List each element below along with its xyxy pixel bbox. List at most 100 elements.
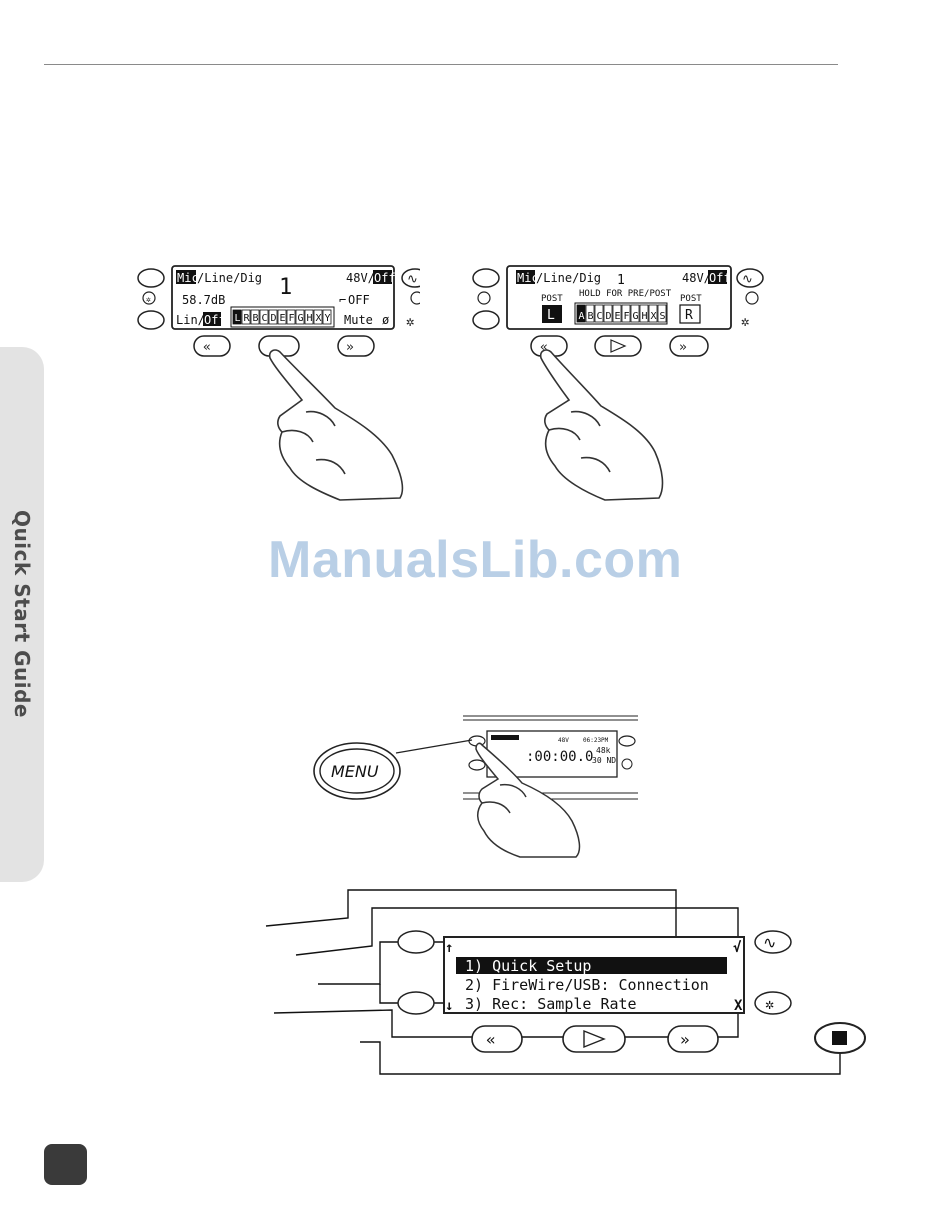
channel-cell <box>585 304 595 323</box>
f1r-post-right: POST <box>680 294 702 304</box>
f1r-hold-label: HOLD FOR PRE/POST <box>579 289 672 299</box>
f1l-gear-icon <box>142 291 156 305</box>
channel-letter: G <box>298 313 304 324</box>
panel-clock: 06:23PM <box>583 737 609 744</box>
menu-down-button[interactable] <box>397 991 435 1015</box>
figure-front-panel-right: Mic /Line/Dig 1 48V/ Off HOLD FOR PRE/PO… <box>472 265 764 501</box>
side-tab <box>0 347 44 882</box>
menu-highlight-bar <box>456 957 727 974</box>
f1r-ffwd-button[interactable] <box>669 335 709 357</box>
f1l-hpf-icon: ⌐ <box>339 293 346 307</box>
f1l-limiter: Lin/ <box>176 313 205 327</box>
menu-asterisk-button[interactable] <box>754 991 792 1015</box>
f1r-asterisk-icon: ✲ <box>741 314 749 330</box>
f1r-left-top-button[interactable] <box>472 268 500 288</box>
channel-letter: E <box>280 313 286 324</box>
channel-letter: X <box>316 313 322 324</box>
menu-pointing-hand-icon <box>475 742 581 858</box>
f1r-pointing-hand-icon <box>539 349 664 501</box>
channel-cell <box>639 304 649 323</box>
f1r-left-bottom-button[interactable] <box>472 310 500 330</box>
panel-wave-button[interactable] <box>618 735 636 747</box>
channel-cell <box>241 309 251 325</box>
menu-wave-button[interactable] <box>754 930 792 954</box>
stop-icon <box>832 1031 847 1045</box>
channel-cell <box>286 309 296 325</box>
menu-ffwd-button[interactable] <box>667 1025 719 1053</box>
f1r-mic-selected: Mic <box>517 271 539 285</box>
channel-letter: H <box>307 313 313 324</box>
menu-button[interactable] <box>319 748 395 794</box>
channel-cell <box>313 309 323 325</box>
f1l-limiter-off: Off <box>204 313 226 327</box>
channel-cell <box>277 309 287 325</box>
f1l-track-number: 1 <box>279 275 292 300</box>
menu-asterisk-icon: ✲ <box>765 995 774 1013</box>
f1l-right-top-button[interactable] <box>401 268 420 288</box>
f1l-input-options: /Line/Dig <box>197 271 262 285</box>
menu-up-arrow: ↑ <box>445 940 453 956</box>
panel-lower-button[interactable] <box>468 759 486 771</box>
watermark: ManualsLib.com <box>268 531 683 589</box>
f1r-play-icon <box>610 339 627 353</box>
menu-cross-icon: X <box>734 998 743 1014</box>
panel-48v: 48V <box>558 737 569 744</box>
channel-letter: S <box>660 311 666 322</box>
panel-asterisk-icon <box>621 758 633 770</box>
f1r-post-left: POST <box>541 294 563 304</box>
f1l-rewind-icon: « <box>203 340 211 355</box>
f1r-gear-icon <box>477 291 491 305</box>
menu-wave-icon: ∿ <box>763 933 776 952</box>
channel-cell <box>322 309 332 325</box>
f1r-ffwd-icon: » <box>679 340 687 355</box>
channel-letter: R <box>244 313 251 324</box>
f1l-mute: Mute <box>344 313 373 327</box>
panel-fps: 30 ND <box>592 756 616 765</box>
figure-menu-screen: ↑ ↓ √ X 1) Quick Setup 2) FireWire/USB: … <box>265 889 866 1075</box>
f1l-ffwd-button[interactable] <box>337 335 375 357</box>
menu-item-quick-setup[interactable]: 1) Quick Setup <box>465 957 591 975</box>
channel-letter: G <box>633 311 639 322</box>
channel-letter: D <box>606 311 612 322</box>
callout-lines <box>265 889 841 1075</box>
channel-cell <box>594 304 604 323</box>
menu-check-icon: √ <box>733 940 742 956</box>
channel-letter: F <box>624 311 630 322</box>
menu-item-sample-rate[interactable]: 3) Rec: Sample Rate <box>465 995 637 1013</box>
channel-letter: A <box>579 311 585 322</box>
channel-cell <box>250 309 260 325</box>
f1l-phantom: 48V/ <box>346 271 375 285</box>
f1r-track-number: 1 <box>617 273 625 288</box>
f1r-phantom: 48V/ <box>682 271 711 285</box>
menu-play-icon <box>583 1029 606 1049</box>
f1l-rewind-button[interactable] <box>193 335 231 357</box>
menu-up-button[interactable] <box>397 930 435 954</box>
channel-cell <box>657 304 667 323</box>
f1l-phase: ø <box>382 313 389 327</box>
channel-letter: E <box>615 311 621 322</box>
figure-front-panel-left: ✲ Mic /Line/Dig 1 48V/ Off 58.7dB ⌐ OFF … <box>137 265 420 501</box>
figure-menu-press: MENU 06:23PM 48V :00:00.0 48k 30 ND <box>313 715 638 858</box>
f1l-wave-icon: ∿ <box>407 272 418 287</box>
channel-letter: D <box>271 313 277 324</box>
f1l-gain: 58.7dB <box>182 293 225 307</box>
f1r-input-options: /Line/Dig <box>536 271 601 285</box>
panel-rate: 48k <box>596 746 611 755</box>
f1r-gear-right-icon <box>745 291 759 305</box>
f1l-phantom-off: Off <box>374 271 396 285</box>
f1l-pointing-hand-icon <box>268 349 404 501</box>
f1l-left-bottom-button[interactable] <box>137 310 165 330</box>
f1l-gear-right-icon <box>410 291 420 305</box>
menu-item-firewire[interactable]: 2) FireWire/USB: Connection <box>465 976 709 994</box>
f1r-right-top-button[interactable] <box>736 268 764 288</box>
f1r-rewind-icon: « <box>540 340 548 355</box>
channel-letter: H <box>642 311 648 322</box>
menu-down-arrow: ↓ <box>445 998 453 1014</box>
side-tab-label: Quick Start Guide <box>10 510 34 718</box>
f1l-left-top-button[interactable] <box>137 268 165 288</box>
channel-letter: B <box>253 313 259 324</box>
f1r-phantom-off: Off <box>709 271 731 285</box>
channel-cell <box>630 304 640 323</box>
menu-rewind-button[interactable] <box>471 1025 523 1053</box>
